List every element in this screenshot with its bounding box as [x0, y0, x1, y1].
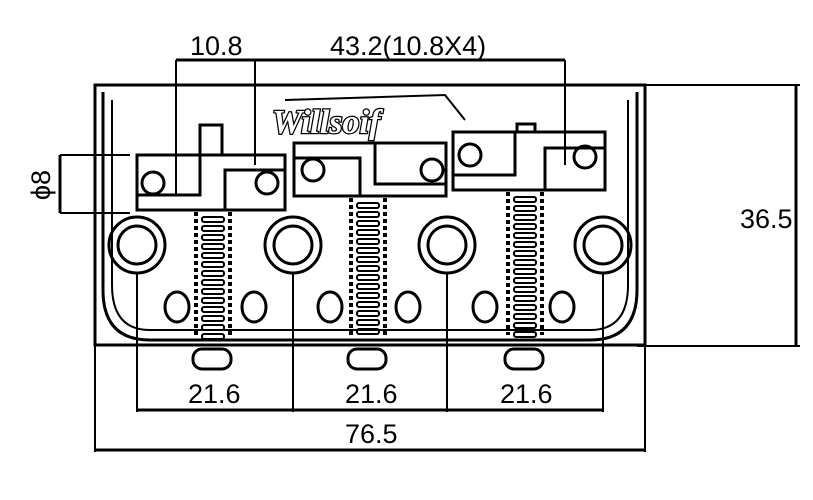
dim-screw-spacing-1: 21.6 [188, 379, 241, 409]
mount-hole-2 [263, 215, 323, 275]
spring-coil [201, 216, 225, 223]
spring-right [506, 192, 544, 338]
spring-coil [356, 274, 380, 281]
spring-coil [201, 225, 225, 232]
spring-coil [356, 319, 380, 326]
small-hole [548, 290, 576, 324]
spring-coil [513, 268, 537, 275]
logo-frame [284, 93, 466, 121]
spring-coil [356, 202, 380, 209]
small-hole [394, 290, 422, 324]
spring-coil [201, 243, 225, 250]
dim-base-depth: 36.5 [740, 204, 793, 234]
dim-screw-spacing-3: 21.6 [500, 379, 553, 409]
spring-coil [356, 247, 380, 254]
spring-coil [513, 295, 537, 302]
spring-coil [513, 322, 537, 329]
spring-coil [513, 232, 537, 239]
spring-coil [201, 288, 225, 295]
mount-hole-1 [107, 215, 167, 275]
spring-coil [201, 261, 225, 268]
spring-coil [356, 256, 380, 263]
mount-hole-3 [417, 215, 477, 275]
spring-middle [349, 198, 387, 335]
brand-logo: Willsoif [272, 104, 384, 141]
spring-coil [513, 277, 537, 284]
spring-coil [513, 304, 537, 311]
spring-coil [513, 313, 537, 320]
saddle-right [451, 122, 607, 192]
spring-coil [201, 306, 225, 313]
spring-coil [201, 270, 225, 277]
spring-coil [201, 333, 225, 340]
spring-coil [513, 286, 537, 293]
spring-left [194, 212, 232, 340]
spring-coil [513, 250, 537, 257]
spring-coil [201, 297, 225, 304]
small-hole [471, 290, 499, 324]
spring-coil [356, 292, 380, 299]
spring-coil [513, 241, 537, 248]
spring-coil [513, 196, 537, 203]
small-hole [240, 290, 268, 324]
spring-coil [201, 234, 225, 241]
base-plate-inner-outline [101, 92, 639, 342]
dim-saddle-spacing: 10.8 [190, 31, 243, 61]
dim-overall-width: 76.5 [345, 419, 398, 449]
spring-coil [356, 229, 380, 236]
spring-coil [201, 252, 225, 259]
small-hole [163, 290, 191, 324]
spring-coil [513, 214, 537, 221]
spring-coil [356, 283, 380, 290]
spring-coil [356, 310, 380, 317]
string-slot [346, 347, 388, 371]
string-slot [191, 347, 233, 371]
dim-screw-spacing-2: 21.6 [345, 379, 398, 409]
string-slot [503, 347, 545, 371]
spring-coil [356, 328, 380, 335]
spring-coil [513, 223, 537, 230]
spring-coil [356, 265, 380, 272]
mount-hole-4 [573, 215, 633, 275]
small-hole [316, 290, 344, 324]
dim-string-spread: 43.2(10.8X4) [330, 31, 486, 61]
spring-coil [201, 324, 225, 331]
spring-coil [513, 331, 537, 338]
spring-coil [356, 220, 380, 227]
spring-coil [356, 211, 380, 218]
spring-coil [201, 279, 225, 286]
dim-saddle-height: ϕ8 [26, 170, 56, 200]
spring-coil [356, 238, 380, 245]
spring-coil [356, 301, 380, 308]
spring-coil [513, 259, 537, 266]
spring-coil [201, 315, 225, 322]
saddle-middle [292, 141, 448, 198]
spring-coil [513, 205, 537, 212]
saddle-left [135, 123, 287, 212]
